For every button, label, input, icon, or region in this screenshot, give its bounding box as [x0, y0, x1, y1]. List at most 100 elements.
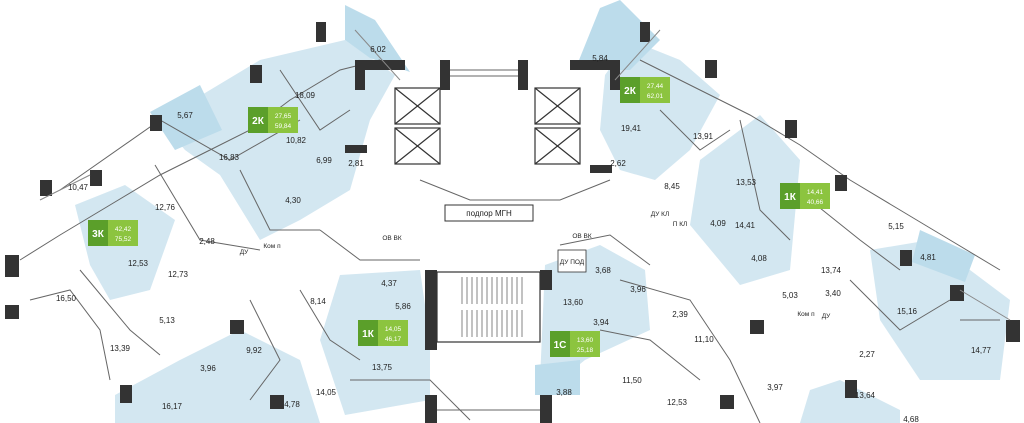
- badge-type-box: [88, 220, 108, 246]
- kom-right-label: Ком п: [797, 311, 815, 318]
- room-area-label: 3,94: [593, 318, 609, 327]
- balcony-left-top: [150, 85, 222, 150]
- room-area-label: 2,27: [859, 350, 875, 359]
- room-area-label: 13,91: [693, 132, 714, 141]
- balcony-right-edge: [912, 230, 975, 282]
- room-area-label: 3,68: [595, 266, 611, 275]
- badge-living-area: 27,44: [647, 83, 664, 90]
- apartment-bottom-right-fill[interactable]: [800, 380, 900, 423]
- badge-total-area: 59,84: [275, 123, 292, 130]
- room-area-label: 4,68: [903, 415, 919, 423]
- room-area-label: 16,17: [162, 402, 183, 411]
- ov-vk-left-label: ОВ ВК: [382, 235, 402, 242]
- badge-living-area: 14,05: [385, 326, 402, 333]
- room-area-label: 3,96: [630, 285, 646, 294]
- room-area-label: 8,14: [310, 297, 326, 306]
- badge-total-area: 75,52: [115, 236, 132, 243]
- interior-walls: [19, 59, 1001, 423]
- room-area-label: 13,75: [372, 363, 393, 372]
- apartment-badge[interactable]: 1К 14,41 40,66: [780, 183, 830, 209]
- badge-type-box: [358, 320, 378, 346]
- room-area-label: 13,60: [563, 298, 584, 307]
- badge-living-area: 13,60: [577, 337, 594, 344]
- room-area-label: 4,09: [710, 219, 726, 228]
- apartment-badge[interactable]: 1К 14,05 46,17: [358, 320, 408, 346]
- room-area-label: 2,81: [348, 159, 364, 168]
- badge-living-area: 27,65: [275, 113, 292, 120]
- room-area-label: 16,50: [56, 294, 77, 303]
- apartment-bottom-left-fill[interactable]: [115, 330, 320, 423]
- room-area-label: 10,82: [286, 136, 307, 145]
- badge-area-box: [268, 107, 298, 133]
- badge-total-area: 62,01: [647, 93, 664, 100]
- apartment-2k-left-fill[interactable]: [160, 40, 395, 240]
- room-area-label: 5,84: [592, 54, 608, 63]
- badge-living-area: 42,42: [115, 226, 132, 233]
- room-area-label: 14,41: [735, 221, 756, 230]
- kom-left-label: Ком п: [263, 243, 281, 250]
- badge-type-box: [620, 77, 640, 103]
- balcony-1c: [535, 360, 580, 395]
- windows: [39, 29, 1011, 321]
- room-area-label: 12,73: [168, 270, 189, 279]
- badge-area-box: [800, 183, 830, 209]
- room-area-label: 3,40: [825, 289, 841, 298]
- room-area-label: 4,30: [285, 196, 301, 205]
- room-area-label: 3,97: [767, 383, 783, 392]
- stairwell: [436, 271, 541, 343]
- badge-type-label: 1К: [784, 192, 797, 203]
- room-area-label: 13,64: [855, 391, 876, 400]
- ov-vk-right-label: ОВ ВК: [572, 233, 592, 240]
- badge-living-area: 14,41: [807, 189, 824, 196]
- room-area-label: 5,86: [395, 302, 411, 311]
- badge-total-area: 46,17: [385, 336, 402, 343]
- room-area-label: 2,39: [672, 310, 688, 319]
- badge-area-box: [378, 320, 408, 346]
- badge-area-box: [108, 220, 138, 246]
- badge-type-label: 2К: [252, 116, 265, 127]
- balcony-left-corner: [345, 5, 410, 72]
- room-area-label: 4,37: [381, 279, 397, 288]
- badge-type-label: 3К: [92, 229, 105, 240]
- podpor-mgn-label: подпор МГН: [466, 209, 512, 218]
- room-area-label: 4,78: [284, 400, 300, 409]
- p-kl-label: П КЛ: [673, 221, 688, 228]
- service-labels: подпор МГН ОВ ВК ОВ ВК ДУ Ком п ДУ ПОД Д…: [240, 204, 831, 320]
- apartment-badge[interactable]: 2К 27,65 59,84: [248, 107, 298, 133]
- du-left-label: ДУ: [240, 249, 249, 256]
- room-area-label: 15,16: [897, 307, 918, 316]
- room-area-label: 3,88: [556, 388, 572, 397]
- room-area-label: 9,92: [246, 346, 262, 355]
- exterior-walls: [5, 22, 1020, 423]
- room-area-label: 2,48: [199, 237, 215, 246]
- room-fills: [75, 0, 1010, 423]
- apartment-1k-right-fill[interactable]: [690, 115, 800, 285]
- du-kl-label: ДУ КЛ: [651, 211, 669, 218]
- room-area-label: 13,74: [821, 266, 842, 275]
- room-area-label: 4,81: [920, 253, 936, 262]
- stair-steps: [461, 277, 523, 337]
- room-area-label: 6,99: [316, 156, 332, 165]
- room-area-label: 12,53: [128, 259, 149, 268]
- room-area-label: 3,96: [200, 364, 216, 373]
- room-area-label: 19,41: [621, 124, 642, 133]
- balcony-right-corner: [575, 0, 660, 70]
- du-pod-box: [557, 249, 587, 273]
- du-right-label: ДУ: [822, 313, 831, 320]
- badge-type-box: [780, 183, 800, 209]
- room-area-label: 14,05: [316, 388, 337, 397]
- badge-type-box: [248, 107, 268, 133]
- room-area-label: 11,10: [694, 335, 714, 344]
- room-area-label: 12,76: [155, 203, 176, 212]
- room-area-label: 14,77: [971, 346, 992, 355]
- du-pod-label: ДУ ПОД: [560, 259, 585, 266]
- apartment-badge[interactable]: 3К 42,42 75,52: [88, 220, 138, 246]
- badge-type-label: 1К: [362, 329, 375, 340]
- badge-total-area: 40,66: [807, 199, 824, 206]
- room-area-label: 13,39: [110, 344, 131, 353]
- apartment-right-edge-fill[interactable]: [870, 240, 1010, 380]
